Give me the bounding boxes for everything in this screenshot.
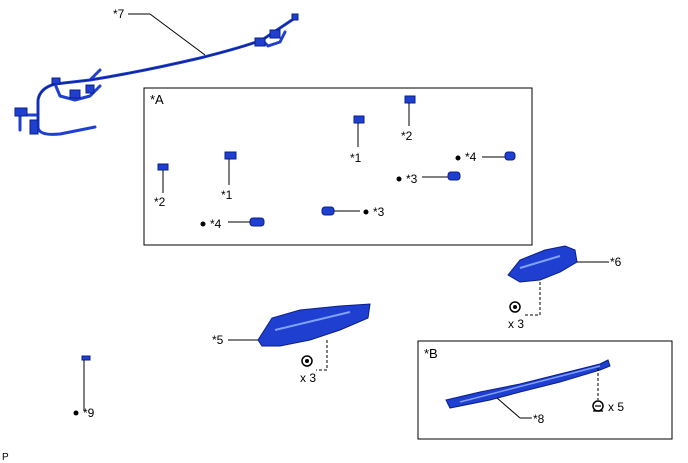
dot-9	[73, 410, 79, 416]
wire-harness	[14, 13, 299, 136]
callout-2-right: *2	[401, 129, 413, 143]
qty-6: x 3	[508, 317, 524, 331]
callout-3-lower: *3	[373, 205, 385, 219]
lamp-5	[257, 303, 371, 347]
bracket-1-right	[353, 115, 365, 147]
callout-6: *6	[610, 255, 622, 269]
dot-4-lower	[200, 221, 206, 227]
box-b-label: *B	[424, 346, 438, 361]
clip-2-right	[404, 95, 416, 126]
screw-5	[301, 355, 313, 367]
clip-8	[592, 400, 604, 412]
clip-2-left	[157, 163, 169, 193]
callout-7: *7	[113, 7, 125, 21]
bracket-1-left	[224, 151, 237, 185]
grommet-3-upper	[447, 171, 461, 181]
corner-letter: P	[2, 452, 9, 463]
qty-5: x 3	[300, 371, 316, 385]
callout-5: *5	[212, 333, 224, 347]
callout-3-upper: *3	[406, 172, 418, 186]
grommet-4-upper	[504, 151, 516, 161]
grommet-3-lower	[321, 206, 335, 216]
callout-1-left: *1	[221, 188, 233, 202]
callout-1-right: *1	[350, 151, 362, 165]
clip-9	[81, 355, 91, 411]
dot-3-upper	[396, 176, 402, 182]
box-a	[143, 87, 533, 246]
dot-4-upper	[455, 155, 461, 161]
callout-9: *9	[83, 406, 95, 420]
callout-4-upper: *4	[465, 150, 477, 164]
callout-4-lower: *4	[210, 217, 222, 231]
lamp-6	[507, 245, 578, 283]
grommet-4-lower	[249, 217, 265, 227]
callout-2-left: *2	[154, 195, 166, 209]
dot-3-lower	[363, 209, 369, 215]
box-b	[417, 340, 673, 440]
leader-7b	[149, 13, 206, 56]
screw-6	[509, 301, 521, 313]
garnish-8	[445, 359, 611, 409]
box-a-label: *A	[150, 92, 164, 107]
qty-8: x 5	[608, 400, 624, 414]
callout-8: *8	[533, 412, 545, 426]
